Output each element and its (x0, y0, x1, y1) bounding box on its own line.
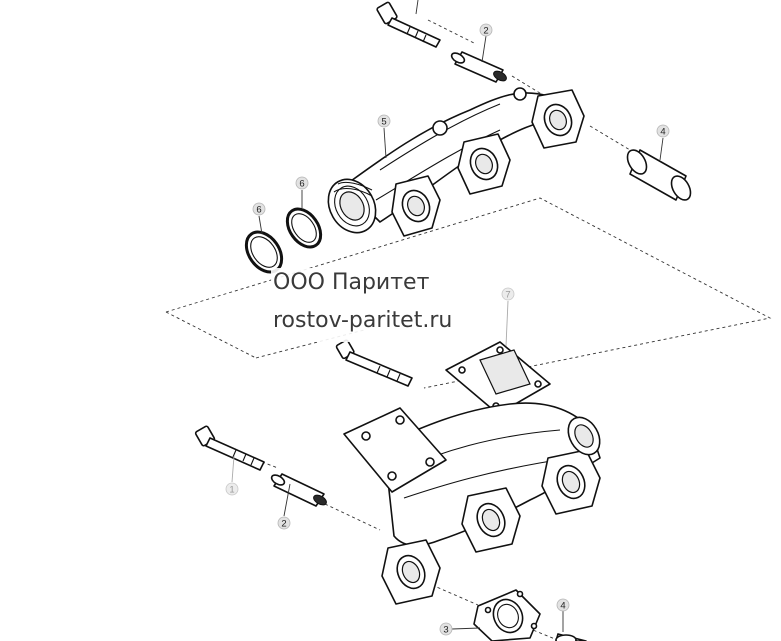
callout-label: 5 (381, 117, 386, 128)
lower-bolt (194, 425, 265, 471)
lower-sleeve (270, 473, 327, 507)
lower-exhaust-manifold (343, 341, 601, 605)
watermark-site-url: rostov-paritet.ru (273, 308, 453, 333)
callout-upper-sleeve: 2 (479, 23, 493, 63)
callout-label: 2 (281, 519, 286, 530)
callout-label: 4 (560, 601, 565, 612)
callout-label: 6 (256, 205, 261, 216)
watermark-background (271, 268, 496, 342)
manifold-mount-bolt (335, 339, 413, 387)
callout-upper-bolt (415, 0, 419, 15)
lower-tube-gasket (555, 633, 587, 641)
callout-label: 2 (483, 26, 488, 37)
callout-lower-gasket: 4 (556, 598, 570, 632)
callout-lower-sleeve: 2 (277, 483, 291, 530)
upper-sleeve (450, 51, 507, 83)
callout-seal-ring-right: 6 (295, 176, 309, 208)
callout-label: 7 (505, 290, 510, 301)
lower-flange-gasket (473, 589, 541, 641)
watermark-company-name: ООО Паритет (273, 270, 430, 295)
callout-lower-bolt: 1 (225, 455, 239, 496)
callout-label: 1 (229, 485, 234, 496)
callout-label: 6 (299, 179, 304, 190)
callout-seal-ring-left: 6 (252, 202, 266, 235)
callout-label: 4 (660, 127, 665, 138)
upper-bolt (376, 1, 441, 48)
callout-lower-flange-gasket: 3 (439, 622, 481, 636)
callout-lower-manifold: 7 (501, 287, 515, 347)
upper-exhaust-manifold (327, 87, 585, 237)
upper-flange-gasket (626, 149, 692, 201)
callout-upper-manifold: 5 (377, 114, 391, 159)
callout-label: 3 (443, 625, 448, 636)
seal-ring-right (285, 207, 323, 249)
callout-upper-gasket: 4 (656, 124, 670, 161)
